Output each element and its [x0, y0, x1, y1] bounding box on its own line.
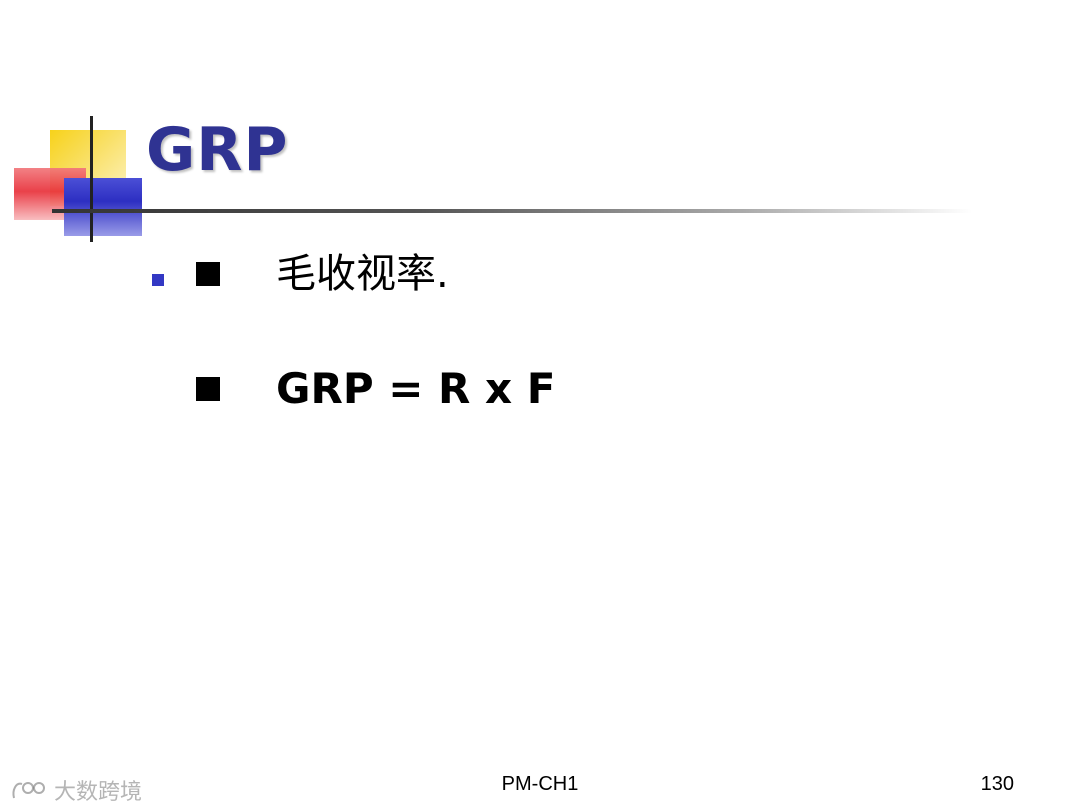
- sub-bullet-square-2: [196, 377, 220, 401]
- title-underline: [52, 209, 972, 213]
- watermark-logo-icon: [12, 782, 45, 799]
- bullet-text-2: GRP = R x F: [276, 364, 556, 413]
- page-number: 130: [980, 773, 1014, 795]
- title-decoration: [0, 110, 972, 250]
- deco-vertical-line: [90, 116, 93, 242]
- outer-bullet-square: [152, 274, 164, 286]
- sub-bullet-square-1: [196, 262, 220, 286]
- watermark: 大数跨境: [10, 774, 142, 806]
- slide-title: GRP: [146, 115, 289, 185]
- deco-blue-square: [64, 178, 142, 236]
- bullet-text-1: 毛收视率.: [276, 251, 449, 297]
- footer-label: PM-CH1: [501, 773, 579, 795]
- watermark-text: 大数跨境: [54, 780, 143, 805]
